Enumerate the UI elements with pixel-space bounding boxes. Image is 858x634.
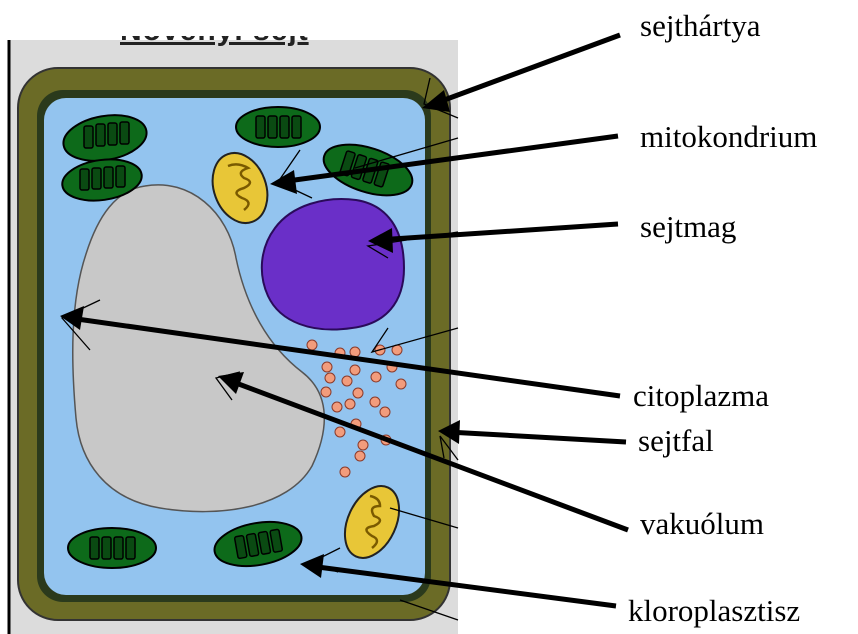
chloroplast-3 [236,107,320,147]
nucleus [262,199,404,329]
chloroplast-5 [68,528,156,568]
label-sejtmag: sejtmag [640,211,736,242]
arrow-sejtfal [438,420,626,444]
label-citoplazma: citoplazma [633,380,769,411]
label-sejtfal: sejtfal [638,425,714,456]
label-sejthartya: sejthártya [640,10,761,41]
label-kloroplasztisz: kloroplasztisz [628,595,800,626]
label-vakuolum: vakuólum [640,508,764,539]
label-mitokondrium: mitokondrium [640,121,817,152]
